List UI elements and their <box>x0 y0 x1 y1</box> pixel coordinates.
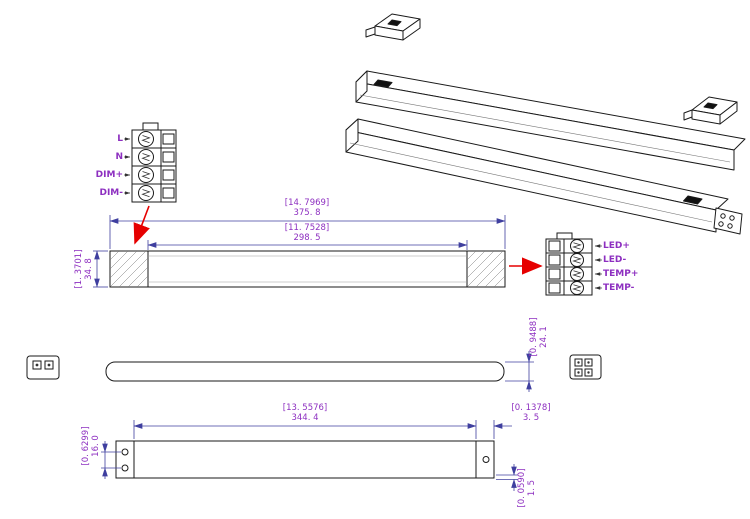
left-connector-callout-arrow <box>133 205 150 245</box>
dim-inner-width-mm: 298. 5 <box>293 233 321 243</box>
end-cap-hatching <box>109 250 506 288</box>
dim-overall-width: [14. 7969] 375. 8 <box>285 198 329 218</box>
dim-overall-width-mm: 375. 8 <box>293 208 321 218</box>
side-view <box>105 361 505 382</box>
dim-side-depth-mm: 24. 1 <box>539 326 549 348</box>
dim-inner-width-inch: [11. 7528] <box>284 223 330 233</box>
dim-overall-width-inch: [14. 7969] <box>284 198 330 208</box>
spring-clamp-symbols <box>141 135 151 198</box>
dim-front-height-inch: [1. 3701] <box>74 249 84 289</box>
left-connector-detail <box>131 122 177 203</box>
label-pointer-arrows <box>124 137 602 290</box>
iso-output-connector <box>713 207 743 235</box>
dim-slot-offset: [0. 0590] 1. 5 <box>517 460 537 516</box>
mounting-hole <box>482 456 490 463</box>
dim-mount-width-inch: [13. 5576] <box>282 403 328 413</box>
dim-front-height-mm: 34. 8 <box>84 258 94 280</box>
spring-clamp-symbols <box>572 242 582 292</box>
mounting-hole <box>121 464 129 472</box>
dim-front-height: [1. 3701] 34. 8 <box>74 241 94 297</box>
callout-arrows <box>133 205 543 275</box>
terminal-label-temp-minus: TEMP- <box>603 283 635 293</box>
front-view <box>109 250 506 288</box>
dim-mount-width-mm: 344. 4 <box>291 413 319 423</box>
dim-inner-width: [11. 7528] 298. 5 <box>285 223 329 243</box>
dim-hole-edge-mm: 3. 5 <box>522 413 540 423</box>
dim-side-depth: [0. 9488] 24. 1 <box>529 309 549 365</box>
terminal-label-led-plus: LED+ <box>603 241 630 251</box>
end-cap-face-right <box>569 354 602 380</box>
dim-mount-width: [13. 5576] 344. 4 <box>283 403 327 423</box>
terminal-label-led-minus: LED- <box>603 255 627 265</box>
terminal-label-L: L <box>117 134 123 144</box>
dim-hole-spacing-inch: [0. 6299] <box>81 426 91 466</box>
iso-end-cap-top <box>365 13 421 41</box>
dim-slot-offset-mm: 1. 5 <box>527 479 537 497</box>
dim-slot-offset-inch: [0. 0590] <box>517 468 527 508</box>
terminal-label-dim-minus: DIM- <box>99 188 123 198</box>
mounting-hole <box>121 448 129 456</box>
dim-hole-spacing-mm: 16. 0 <box>91 435 101 457</box>
terminal-label-dim-plus: DIM+ <box>95 170 123 180</box>
dim-hole-spacing: [0. 6299] 16. 0 <box>81 418 101 474</box>
dim-hole-edge-inch: [0. 1378] <box>511 403 551 413</box>
iso-end-cap-right <box>683 96 738 125</box>
iso-cover-bar <box>355 70 746 171</box>
right-connector-detail <box>545 232 593 296</box>
terminal-label-temp-plus: TEMP+ <box>603 269 639 279</box>
iso-driver-bar <box>345 118 743 235</box>
end-cap-face-left <box>26 355 60 380</box>
dimension-lines <box>93 215 534 491</box>
terminal-label-N: N <box>115 152 123 162</box>
dim-hole-edge: [0. 1378] 3. 5 <box>511 403 550 423</box>
dim-side-depth-inch: [0. 9488] <box>529 317 539 357</box>
isometric-view <box>345 13 746 235</box>
bottom-view <box>115 440 495 479</box>
